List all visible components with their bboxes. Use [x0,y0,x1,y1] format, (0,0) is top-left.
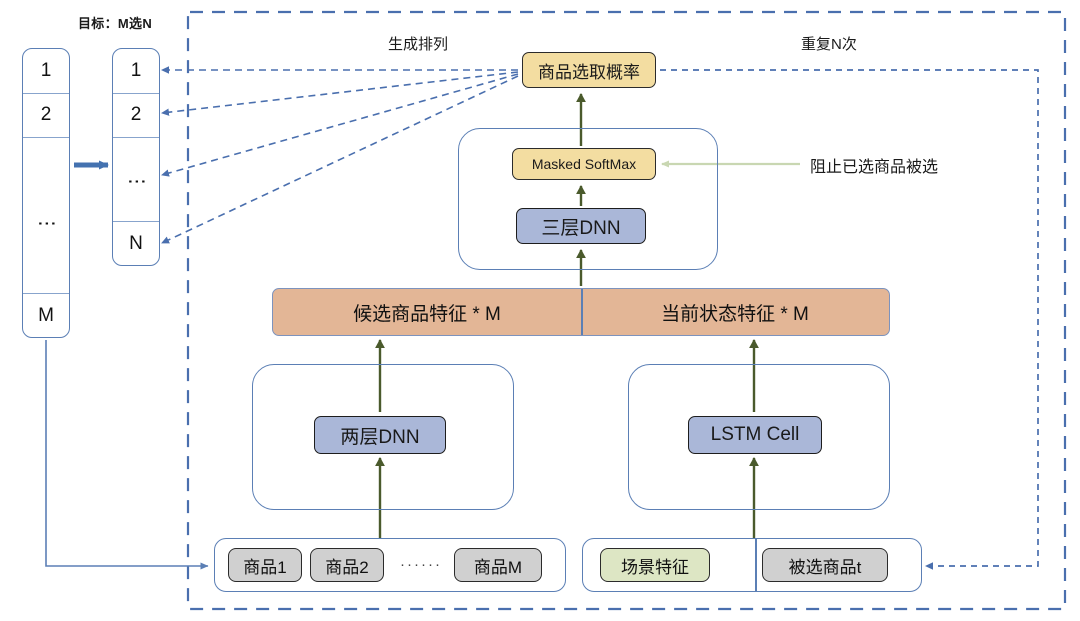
page-title: 目标：M选N [78,16,153,31]
source-cell-m: M [38,305,54,326]
input-selected-item-t[interactable]: 被选商品t [762,548,888,582]
decoder-group-container [458,128,718,270]
source-cell-2: 2 [40,104,52,125]
feature-current-state: 当前状态特征 * M [661,303,809,325]
input-item-1[interactable]: 商品1 [228,548,302,582]
target-cell-n: N [129,233,143,254]
label-generate-permutation: 生成排列 [388,36,449,53]
target-sep-3 [113,221,159,223]
target-cell-2: 2 [130,104,142,125]
process-boundary-dashed [186,10,1067,611]
node-lstm-cell[interactable]: LSTM Cell [688,416,822,454]
target-cell-ellipsis: ⋮ [126,172,147,192]
feedback-loop-dashed [660,69,1039,570]
fanout-arrow-2 [161,71,519,116]
node-two-layer-dnn[interactable]: 两层DNN [314,416,446,454]
feature-bar-divider [581,289,583,335]
source-sep-2 [23,137,69,139]
fanout-arrow-4 [161,75,519,244]
source-cell-1: 1 [40,60,52,81]
input-items-ellipsis: ······ [400,556,442,573]
item-encoder-group-container [252,364,514,510]
feature-candidate-item: 候选商品特征 * M [353,303,501,325]
m-column-to-items-arrow [45,340,209,570]
state-encoder-group-container [628,364,890,510]
input-item-m[interactable]: 商品M [454,548,542,582]
label-repeat-n-times: 重复N次 [801,36,857,53]
item-input-group-container [214,538,566,592]
input-item-2[interactable]: 商品2 [310,548,384,582]
target-sep-2 [113,137,159,139]
state-group-divider [755,538,757,592]
source-sep-3 [23,293,69,295]
source-sep-1 [23,93,69,95]
node-item-selection-probability[interactable]: 商品选取概率 [522,52,656,88]
candidate-permutation-column: 1 2 ⋮ M [22,48,70,338]
state-input-group-container [582,538,922,592]
selected-permutation-column: 1 2 ⋮ N [112,48,160,266]
node-three-layer-dnn[interactable]: 三层DNN [516,208,646,244]
source-cell-ellipsis: ⋮ [36,214,57,234]
target-cell-1: 1 [130,60,142,81]
feature-bar: 候选商品特征 * M 当前状态特征 * M [272,288,890,336]
node-masked-softmax[interactable]: Masked SoftMax [512,148,656,180]
annotation-mask-note: 阻止已选商品被选 [810,159,939,176]
input-scene-feature[interactable]: 场景特征 [600,548,710,582]
fanout-arrow-3 [161,73,519,177]
target-sep-1 [113,93,159,95]
